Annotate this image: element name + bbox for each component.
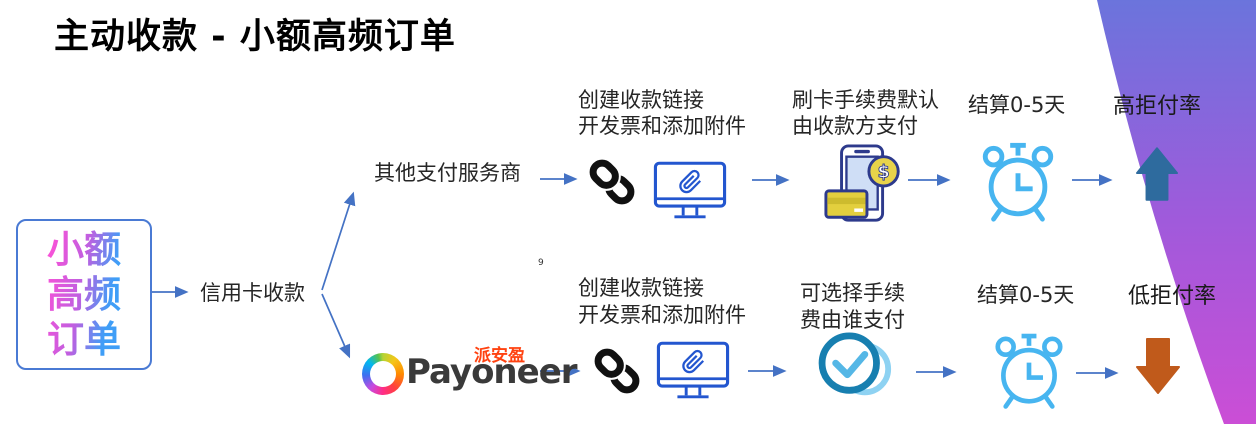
stray-text: 9 <box>538 258 544 268</box>
source-order-box: 小额 高频 订单 <box>16 219 152 370</box>
page-title: 主动收款 - 小额高频订单 <box>54 17 456 57</box>
top-create-label-line2: 开发票和添加附件 <box>578 114 746 138</box>
bottom-create-label-line2: 开发票和添加附件 <box>578 303 746 327</box>
bottom-fee-label-line2: 费由谁支付 <box>800 308 905 332</box>
paperclip-icon <box>679 169 702 194</box>
bottom-create-label-line1: 创建收款链接 <box>578 276 704 300</box>
bottom-fee-label-line1: 可选择手续 <box>800 281 905 305</box>
source-order-box-text: 小额 高频 订单 <box>47 228 121 361</box>
top-result-label: 高拒付率 <box>1113 94 1202 119</box>
credit-card-label: 信用卡收款 <box>200 281 305 305</box>
credit-card-icon <box>824 189 869 219</box>
bottom-result-label: 低拒付率 <box>1128 284 1217 309</box>
alarm-clock-icon <box>982 142 1054 222</box>
chain-link-icon <box>587 157 635 205</box>
svg-text:$: $ <box>877 163 889 183</box>
bottom-settle-label: 结算0-5天 <box>977 283 1075 307</box>
payoneer-logo-chinese: 派安盈 <box>474 346 525 366</box>
other-provider-label: 其他支付服务商 <box>374 161 521 185</box>
up-trend-arrow-icon <box>1136 147 1178 201</box>
down-trend-arrow-icon <box>1136 338 1180 394</box>
phone-payment-icon: $ <box>824 144 900 222</box>
top-fee-label-line2: 由收款方支付 <box>792 114 918 138</box>
check-circle-icon <box>818 332 892 396</box>
paperclip-icon <box>682 349 705 374</box>
dollar-coin-icon <box>867 155 900 188</box>
chain-link-icon <box>592 346 640 394</box>
alarm-clock-icon <box>995 333 1063 409</box>
top-settle-label: 结算0-5天 <box>968 93 1066 117</box>
payoneer-logo-text: Payoneer <box>406 352 578 392</box>
payoneer-logo-ring-icon <box>362 353 404 395</box>
top-fee-label-line1: 刷卡手续费默认 <box>792 88 939 112</box>
monitor-paperclip-icon <box>656 341 730 399</box>
top-create-label-line1: 创建收款链接 <box>578 88 704 112</box>
arrow-branch-down <box>321 293 351 359</box>
monitor-paperclip-icon <box>653 161 727 219</box>
arrow-branch-up <box>321 191 356 291</box>
